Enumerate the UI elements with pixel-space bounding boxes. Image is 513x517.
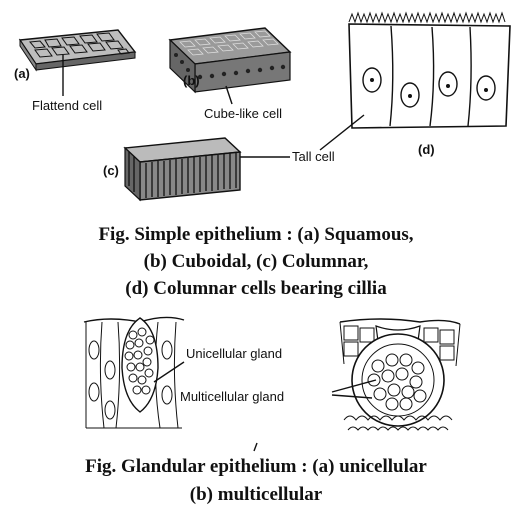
cube-like-cell-label: Cube-like cell	[204, 106, 282, 121]
ciliated-columnar-drawing	[348, 11, 511, 129]
simple-caption-line-2: (b) Cuboidal, (c) Columnar,	[144, 251, 369, 272]
stray-mark	[253, 442, 258, 452]
flattened-cell-label: Flattend cell	[32, 98, 102, 113]
squamous-epithelium-drawing	[18, 29, 137, 72]
panel-label-b: (b)	[183, 73, 200, 88]
unicellular-gland-pointer	[153, 361, 185, 383]
panel-label-d: (d)	[418, 142, 435, 157]
tall-cell-pointer	[319, 114, 365, 151]
tall-cell-label: Tall cell	[292, 149, 335, 164]
cuboidal-epithelium-drawing	[168, 27, 292, 94]
glandular-caption-line-2: (b) multicellular	[190, 484, 323, 505]
simple-caption-line-1: Fig. Simple epithelium : (a) Squamous,	[98, 224, 413, 245]
cube-like-cell-pointer	[225, 85, 233, 105]
multicellular-gland-pointer-1	[331, 379, 377, 393]
multicellular-gland-drawing	[339, 318, 461, 431]
simple-caption-line-3: (d) Columnar cells bearing cillia	[125, 278, 387, 299]
multicellular-gland-label: Multicellular gland	[180, 389, 284, 404]
panel-label-c: (c)	[103, 163, 119, 178]
unicellular-gland-label: Unicellular gland	[186, 346, 282, 361]
glandular-caption-line-1: Fig. Glandular epithelium : (a) unicellu…	[85, 456, 427, 477]
multicellular-gland-pointer-2	[331, 394, 373, 399]
columnar-epithelium-drawing	[123, 137, 242, 202]
panel-label-a: (a)	[14, 66, 30, 81]
unicellular-gland-drawing	[83, 316, 185, 429]
